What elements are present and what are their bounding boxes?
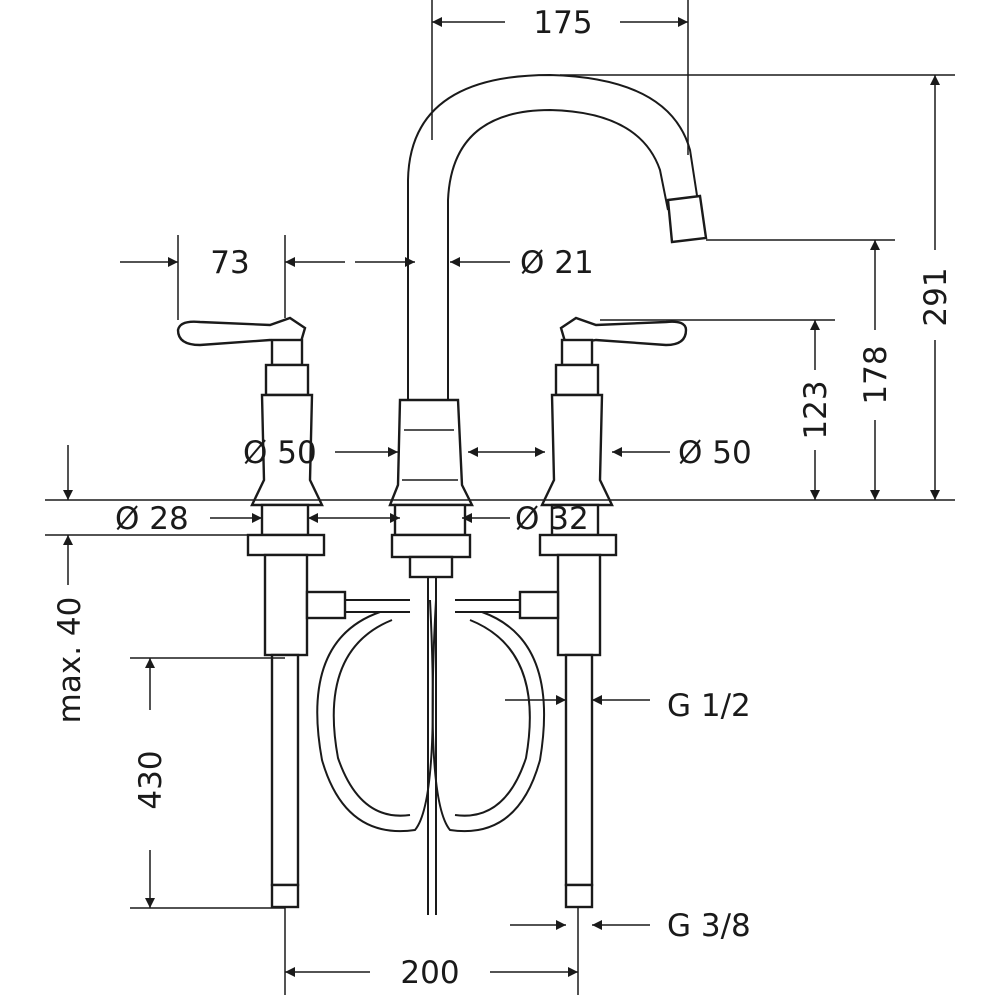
dim-valve-diameter: Ø 28	[115, 501, 189, 537]
dim-left-body-diameter: Ø 50	[243, 435, 317, 471]
dim-max-deck-thickness: max. 40	[52, 597, 88, 724]
dimension-arrows	[63, 17, 940, 977]
dim-connection-three-eighths: G 3/8	[667, 908, 751, 944]
faucet-body	[176, 73, 708, 915]
dim-center-spacing: 200	[400, 955, 459, 991]
dim-handle-offset: 73	[210, 245, 249, 281]
dim-spout-reach: 175	[533, 5, 592, 41]
dim-spout-outlet-height: 178	[858, 345, 894, 404]
dim-total-height: 291	[918, 267, 954, 326]
extension-lines	[45, 0, 955, 995]
dim-connection-half: G 1/2	[667, 688, 751, 724]
dim-spout-base-diameter: Ø 32	[515, 501, 589, 537]
dim-right-body-diameter: Ø 50	[678, 435, 752, 471]
dim-spout-diameter: Ø 21	[520, 245, 594, 281]
dim-hose-length: 430	[133, 750, 169, 809]
dim-handle-height: 123	[798, 380, 834, 439]
